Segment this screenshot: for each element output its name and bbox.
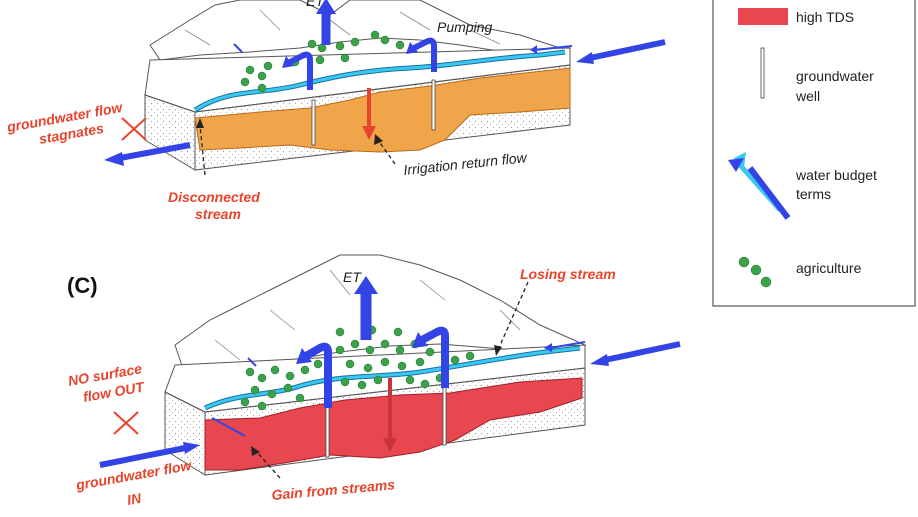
panel-label-c: (C) [67, 273, 98, 298]
legend-well-symbol [760, 47, 765, 99]
legend-well-label-line1: groundwater [796, 68, 874, 84]
legend-agriculture-label: agriculture [796, 260, 862, 276]
pumping-arrow-c-1 [304, 342, 332, 408]
pumping-arrow-b-1 [288, 51, 313, 90]
pumping-arrow-c-2 [420, 326, 449, 388]
gw-inflow-arrow-b [589, 39, 666, 61]
legend-high-tds-swatch [738, 8, 788, 25]
legend: high TDS groundwater well water budget t… [712, 0, 916, 307]
legend-well-label-line2: well [795, 88, 820, 104]
legend-budget-arrows [728, 152, 791, 220]
agriculture-b [240, 30, 405, 93]
inflow-arrow-b-top [534, 45, 573, 51]
gw-inflow-arrow-c-right [604, 341, 681, 363]
legend-high-tds-label: high TDS [796, 9, 854, 25]
x-mark-c [113, 411, 139, 435]
high-tds-aquifer-c [204, 377, 583, 471]
gw-in-label-line2: IN [126, 490, 143, 508]
panel-c: (C) [67, 254, 681, 508]
gw-inflow-arrow-c-left [99, 445, 186, 468]
legend-agriculture-icon [738, 256, 772, 288]
legend-box [712, 0, 916, 307]
x-mark-b [121, 117, 147, 141]
panel-b: ET Pumping groundwater flow stagnates Di… [5, 0, 666, 222]
et-label-c: ET [343, 269, 362, 285]
irrigation-label-b: Irrigation return flow [403, 149, 529, 178]
well-c-2 [442, 384, 447, 446]
well-b-1 [311, 99, 316, 146]
gw-in-label-line1: groundwater flow [74, 457, 194, 493]
gain-from-streams-label: Gain from streams [271, 476, 396, 503]
gw-outflow-arrow-b [119, 142, 191, 161]
legend-budget-label-line1: water budget [795, 167, 877, 183]
pumping-label-b: Pumping [437, 19, 492, 35]
aquifer-b [194, 67, 571, 153]
pumping-arrow-b-2 [412, 37, 437, 72]
legend-budget-label-line2: terms [796, 186, 831, 202]
disconnected-label-line2: stream [195, 206, 241, 222]
losing-stream-label: Losing stream [520, 266, 616, 282]
disconnected-label-line1: Disconnected [168, 189, 260, 205]
well-c-1 [325, 401, 330, 458]
well-b-2 [431, 79, 436, 131]
et-label-b: ET [306, 0, 325, 9]
inflow-arrow-c-top [549, 341, 586, 349]
